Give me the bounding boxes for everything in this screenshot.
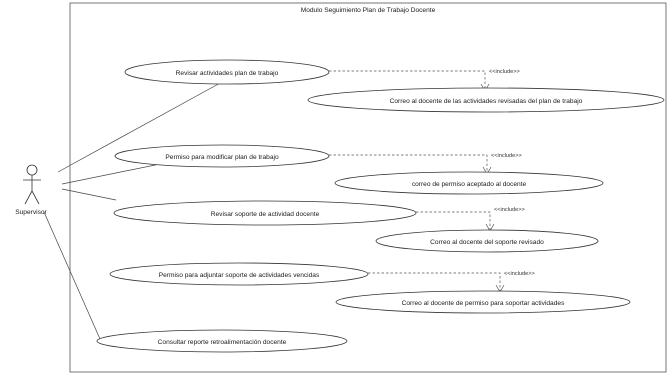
association-line bbox=[43, 211, 101, 340]
use-case-correo-permiso-soportar[interactable]: Correo al docente de permiso para soport… bbox=[335, 290, 631, 314]
use-case-permiso-modificar-plan[interactable]: Permiso para modificar plan de trabajo bbox=[114, 144, 330, 168]
use-case-correo-soporte-revisado[interactable]: Correo al docente del soporte revisado bbox=[375, 229, 599, 253]
include-label: <<include>> bbox=[489, 69, 520, 75]
use-case-consultar-reporte[interactable]: Consultar reporte retroalimentación doce… bbox=[96, 329, 348, 353]
use-case-label: Permiso para modificar plan de trabajo bbox=[165, 154, 279, 161]
use-case-permiso-adjuntar-soporte[interactable]: Permiso para adjuntar soporte de activid… bbox=[109, 262, 369, 286]
use-case-correo-permiso-aceptado[interactable]: correo de permiso aceptado al docente bbox=[334, 171, 604, 195]
association-line bbox=[57, 81, 223, 173]
use-case-label: Correo al docente del soporte revisado bbox=[430, 239, 544, 246]
include-dependency: <<include>> bbox=[416, 207, 525, 232]
include-label: <<include>> bbox=[504, 271, 535, 277]
use-case-label: Revisar soporte de actividad docente bbox=[211, 211, 320, 218]
use-case-label: Correo al docente de las actividades rev… bbox=[390, 98, 583, 105]
include-label: <<include>> bbox=[494, 207, 525, 213]
association-line bbox=[61, 162, 166, 185]
association-line bbox=[61, 188, 117, 201]
include-dependency: <<include>> bbox=[368, 271, 535, 293]
use-case-correo-actividades-revisadas[interactable]: Correo al docente de las actividades rev… bbox=[307, 87, 665, 113]
system-title: Modulo Seguimiento Plan de Trabajo Docen… bbox=[301, 7, 436, 14]
use-case-label: Consultar reporte retroalimentación doce… bbox=[158, 339, 287, 346]
use-case-label: Revisar actividades plan de trabajo bbox=[176, 70, 279, 77]
use-case-label: correo de permiso aceptado al docente bbox=[412, 181, 527, 188]
use-case-revisar-actividades[interactable]: Revisar actividades plan de trabajo bbox=[124, 59, 330, 85]
actor-name: Supervisor bbox=[15, 209, 47, 216]
actor-supervisor[interactable]: Supervisor bbox=[15, 164, 48, 216]
system-boundary bbox=[69, 2, 667, 373]
use-case-revisar-soporte[interactable]: Revisar soporte de actividad docente bbox=[113, 200, 417, 226]
use-case-label: Correo al docente de permiso para soport… bbox=[402, 300, 565, 307]
include-label: <<include>> bbox=[491, 153, 522, 159]
use-case-label: Permiso para adjuntar soporte de activid… bbox=[159, 272, 320, 279]
stick-figure-icon bbox=[23, 164, 41, 205]
include-dependency: <<include>> bbox=[329, 153, 522, 175]
